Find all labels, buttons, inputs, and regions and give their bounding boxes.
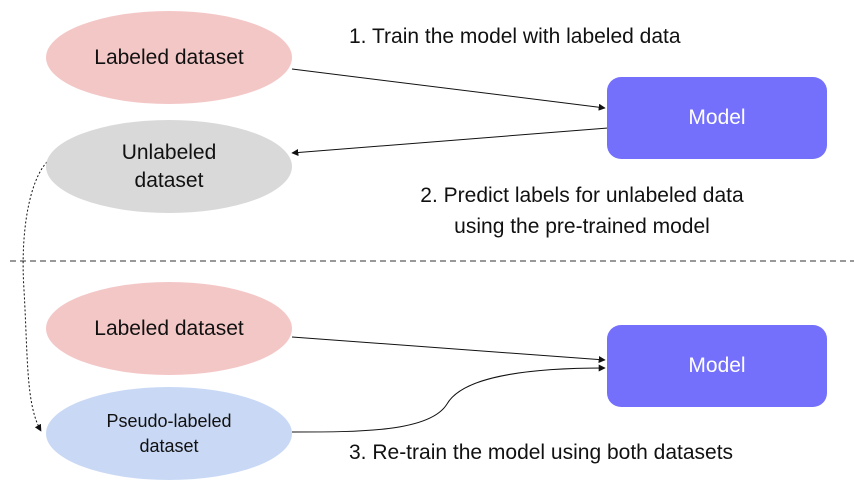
model-box-top: Model (607, 77, 827, 159)
pseudo-label-flow-arrow (22, 161, 48, 432)
step-2-caption: 2. Predict labels for unlabeled data usi… (392, 180, 772, 242)
step-3-caption: 3. Re-train the model using both dataset… (349, 441, 734, 464)
step-2-caption-line-1: 2. Predict labels for unlabeled data (420, 184, 744, 207)
model-label-bottom: Model (688, 354, 746, 377)
train-arrow (291, 68, 606, 111)
pseudo-labeled-dataset-node: Pseudo-labeled dataset (46, 387, 292, 480)
predict-arrow (291, 127, 609, 156)
labeled-dataset-label-top: Labeled dataset (94, 45, 244, 69)
labeled-dataset-node-bottom: Labeled dataset (46, 282, 292, 375)
model-box-bottom: Model (607, 325, 827, 407)
unlabeled-dataset-node: Unlabeled dataset (46, 120, 292, 213)
model-label-top: Model (688, 106, 746, 129)
pseudo-labeled-dataset-label: Pseudo-labeled dataset (106, 410, 232, 456)
unlabeled-dataset-label: Unlabeled dataset (121, 140, 217, 192)
retrain-labeled-arrow (291, 336, 606, 364)
labeled-dataset-node-top: Labeled dataset (46, 11, 292, 104)
labeled-dataset-label-bottom: Labeled dataset (94, 316, 244, 340)
retrain-pseudo-arrow (291, 364, 606, 433)
step-1-caption: 1. Train the model with labeled data (349, 25, 681, 48)
step-2-caption-line-2: using the pre-trained model (454, 215, 710, 238)
